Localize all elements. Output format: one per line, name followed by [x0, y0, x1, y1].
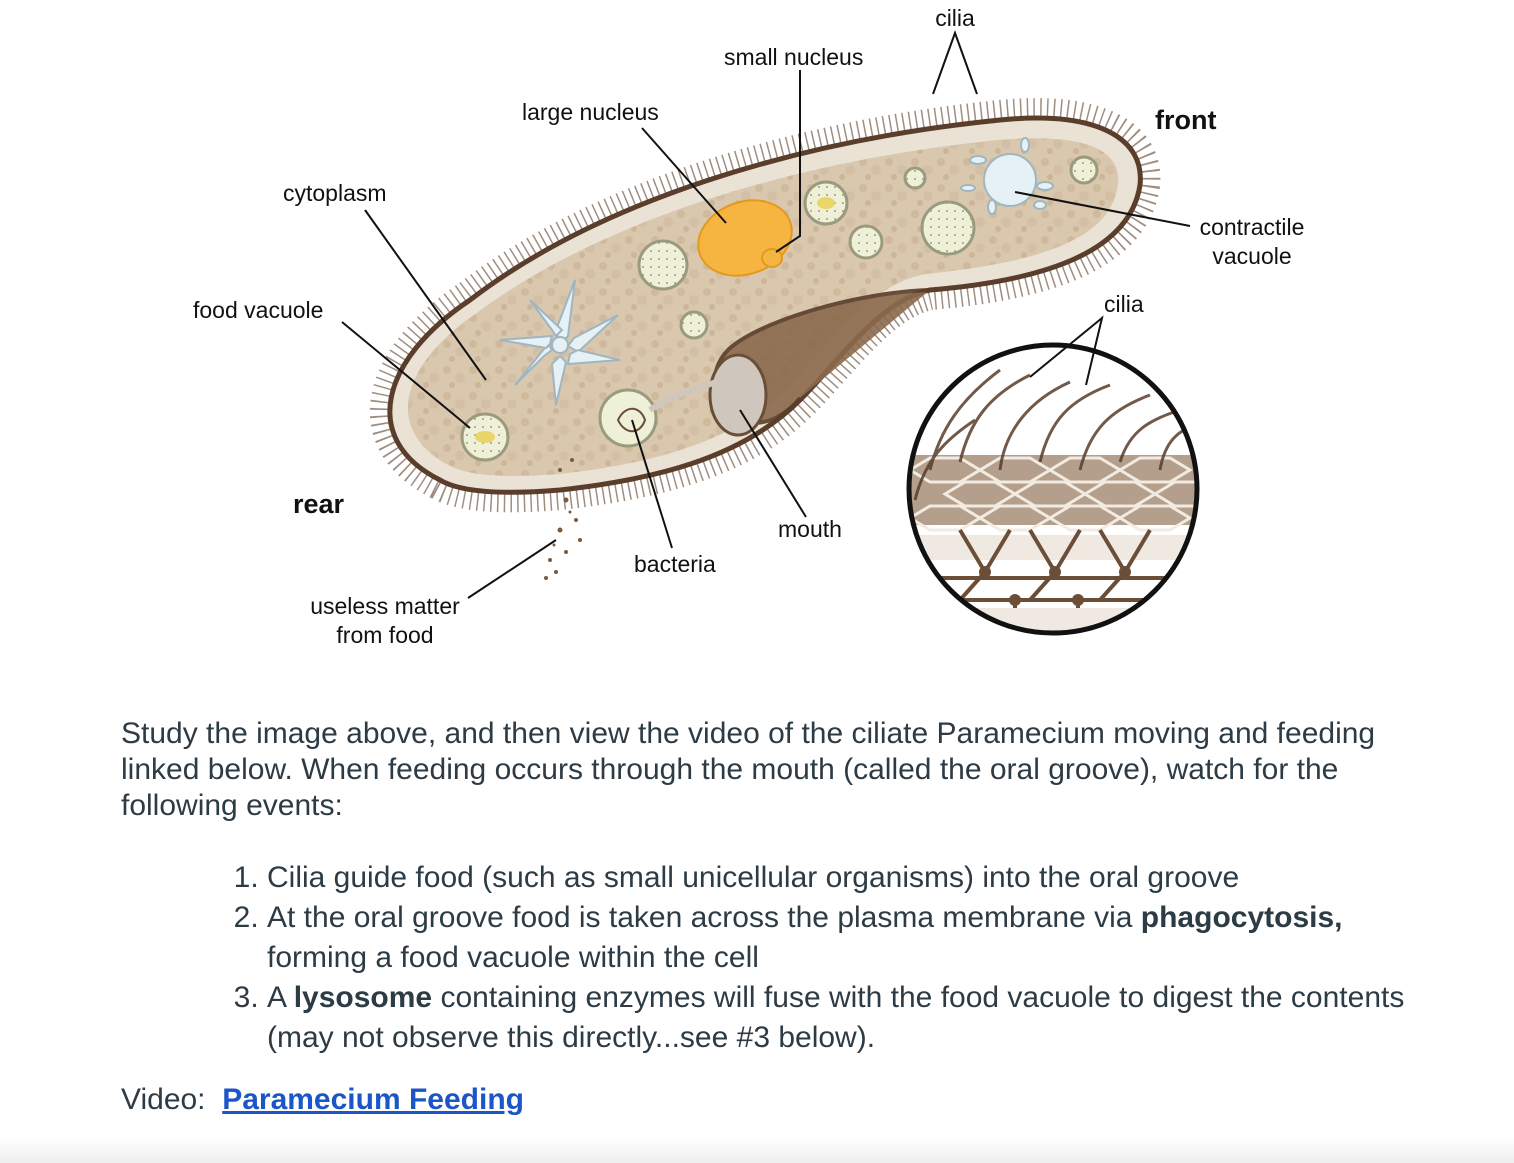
- label-useless-matter: useless matter from food: [300, 592, 470, 650]
- leader-lines: [341, 30, 1191, 599]
- contractile-vacuole-rear: [499, 279, 621, 406]
- step-item: A lysosome containing enzymes will fuse …: [267, 978, 1421, 1058]
- step-item: Cilia guide food (such as small unicellu…: [267, 858, 1421, 898]
- label-cilia-right: cilia: [1104, 291, 1144, 317]
- step-text: Cilia guide food (such as small unicellu…: [267, 861, 1240, 894]
- label-small-nucleus: small nucleus: [724, 44, 864, 70]
- step-text: A: [267, 981, 294, 1014]
- step-text: containing enzymes will fuse with the fo…: [267, 981, 1405, 1054]
- label-bacteria: bacteria: [634, 551, 716, 577]
- label-large-nucleus: large nucleus: [522, 99, 659, 125]
- label-rear: rear: [293, 489, 345, 519]
- small-nucleus: [761, 248, 783, 268]
- step-text: forming a food vacuole within the cell: [267, 941, 759, 974]
- video-line: Video: Paramecium Feeding: [121, 1082, 1421, 1118]
- label-cytoplasm: cytoplasm: [283, 180, 387, 206]
- label-contractile-line2: vacuole: [1212, 242, 1292, 269]
- mouth-opening: [708, 353, 768, 437]
- feeding-steps-list: Cilia guide food (such as small unicellu…: [121, 858, 1421, 1058]
- step-bold-term: lysosome: [293, 981, 433, 1014]
- label-cilia-top: cilia: [935, 5, 975, 31]
- expelled-matter: [544, 458, 582, 580]
- label-contractile-line1: contractile: [1199, 214, 1305, 240]
- step-item: At the oral groove food is taken across …: [267, 898, 1421, 978]
- bottom-edge: [0, 1138, 1514, 1163]
- label-mouth: mouth: [778, 516, 842, 542]
- label-useless-line1: useless matter: [310, 593, 460, 619]
- label-front: front: [1155, 105, 1217, 135]
- paramecium-diagram: cilia small nucleus large nucleus front …: [193, 5, 1314, 650]
- paramecium-illustration: [341, 30, 1200, 636]
- label-useless-line2: from food: [336, 621, 434, 648]
- label-food-vacuole: food vacuole: [193, 297, 324, 323]
- instructions: Study the image above, and then view the…: [121, 716, 1421, 1118]
- magnified-cilia-inset: [906, 342, 1200, 636]
- intro-paragraph: Study the image above, and then view the…: [121, 717, 1376, 822]
- video-label: Video:: [121, 1083, 206, 1116]
- label-contractile-vacuole: contractile vacuole: [1190, 213, 1314, 271]
- step-text: At the oral groove food is taken across …: [267, 901, 1141, 934]
- step-bold-term: phagocytosis,: [1140, 901, 1343, 934]
- video-link[interactable]: Paramecium Feeding: [222, 1083, 524, 1116]
